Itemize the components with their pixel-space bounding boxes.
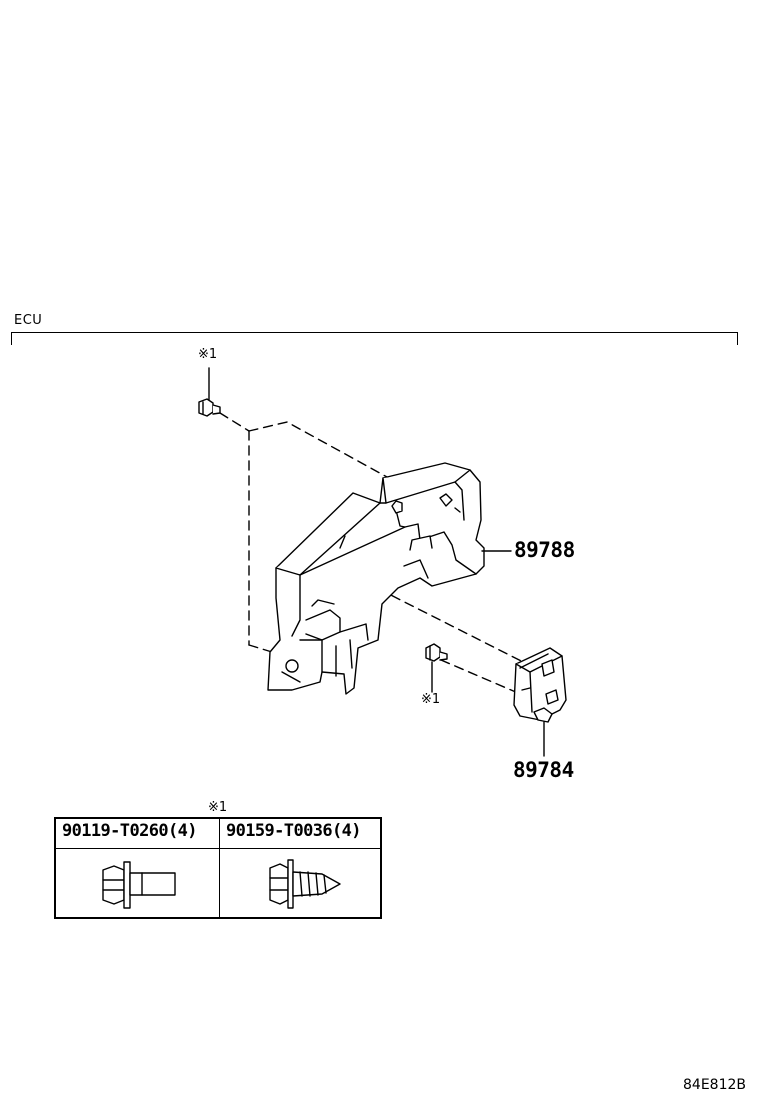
fastener-table: 90119-T0260(4) 90159-T0036(4) (54, 817, 382, 919)
table-header-divider (56, 848, 380, 849)
lower-bolt-icon (425, 643, 448, 662)
fastener-part-number-1[interactable]: 90119-T0260(4) (62, 821, 197, 841)
upper-bolt-icon (198, 398, 221, 417)
lower-bolt-callout: ※1 (421, 692, 441, 707)
tapping-screw-icon (269, 859, 341, 909)
section-title: ECU (14, 313, 43, 328)
section-bracket-line (11, 332, 738, 345)
assembly-dashed-lines (219, 412, 536, 694)
part-number-bracket[interactable]: 89788 (514, 538, 575, 562)
upper-bolt-callout: ※1 (198, 347, 218, 362)
bracket-89788 (267, 462, 485, 695)
part-number-ecu[interactable]: 89784 (513, 758, 574, 782)
table-callout: ※1 (208, 800, 228, 815)
diagram-code: 84E812B (683, 1077, 746, 1093)
table-column-divider (219, 819, 220, 917)
flange-bolt-icon (102, 861, 176, 909)
fastener-part-number-2[interactable]: 90159-T0036(4) (226, 821, 361, 841)
ecu-module-89784 (513, 647, 567, 723)
